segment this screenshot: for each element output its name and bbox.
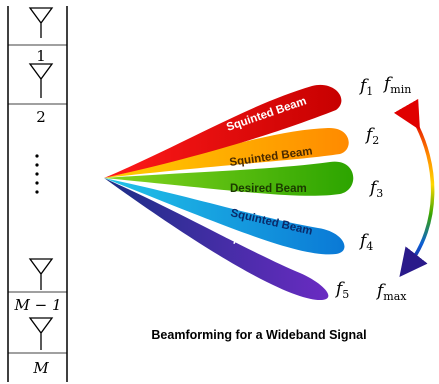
- antenna-label: 1: [36, 47, 46, 65]
- beam-2-shape: [104, 127, 349, 178]
- antenna-element-m-minus-1: M − 1: [8, 258, 67, 314]
- f-min-label: fmin: [382, 74, 411, 96]
- antenna-icon: [28, 63, 54, 98]
- antenna-array: 1 2 M − 1 M: [7, 6, 68, 382]
- antenna-icon: [28, 258, 54, 290]
- beams: [104, 84, 354, 300]
- frequency-sweep-arrow: [393, 98, 435, 278]
- array-ellipsis: [35, 154, 39, 194]
- antenna-icon: [28, 317, 54, 350]
- antenna-element-2: 2: [8, 63, 67, 126]
- beam-3-label: Desired Beam: [230, 183, 307, 195]
- diagram-caption: Beamforming for a Wideband Signal: [151, 328, 366, 342]
- beam-3-shape: [104, 161, 354, 196]
- beam-1-shape: [104, 84, 342, 178]
- beam-4-frequency: f4: [358, 231, 373, 253]
- antenna-element-1: 1: [8, 7, 67, 65]
- beam-frequency-labels: f1 f2 f3 f4 f5: [334, 76, 383, 301]
- beam-4-shape: [104, 178, 345, 255]
- antenna-label: M: [32, 359, 49, 377]
- beam-1-frequency: f1: [358, 76, 373, 98]
- antenna-icon: [28, 7, 54, 38]
- beam-3-frequency: f3: [368, 178, 383, 200]
- beam-5-shape: [104, 178, 329, 300]
- beam-5-frequency: f5: [334, 279, 349, 301]
- f-max-label: fmax: [375, 281, 407, 303]
- antenna-element-m: M: [8, 317, 67, 377]
- antenna-label: 2: [36, 108, 46, 126]
- antenna-label: M − 1: [13, 296, 61, 314]
- frequency-range-indicator: fmin fmax: [375, 74, 435, 303]
- beam-2-frequency: f2: [364, 125, 379, 147]
